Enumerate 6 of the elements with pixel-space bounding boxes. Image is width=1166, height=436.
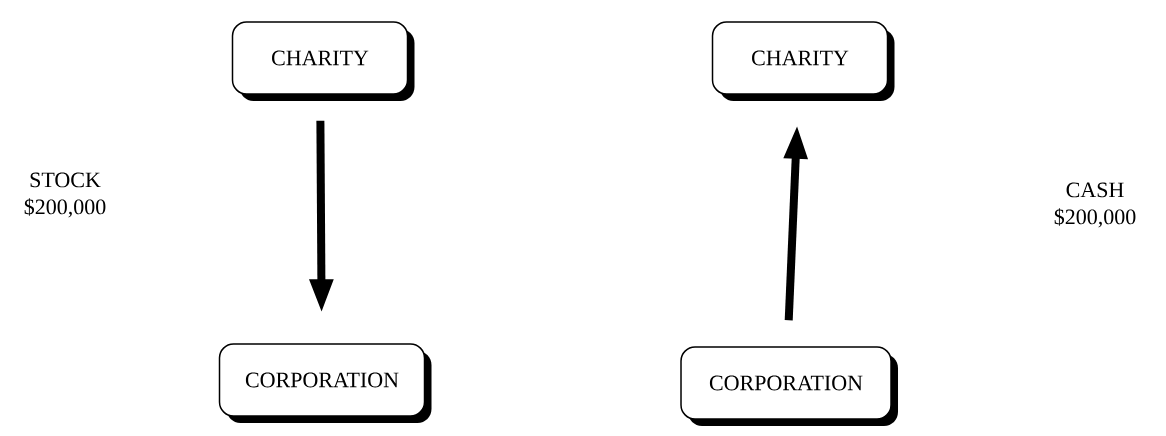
rounded-box: CORPORATION [680, 346, 898, 426]
amount-label: STOCK $200,000 [24, 172, 106, 218]
rounded-box: CORPORATION [218, 343, 432, 423]
rounded-box: CHARITY [711, 21, 895, 101]
rounded-box: CHARITY [231, 21, 415, 101]
amount-label: CASH $200,000 [1054, 182, 1136, 228]
